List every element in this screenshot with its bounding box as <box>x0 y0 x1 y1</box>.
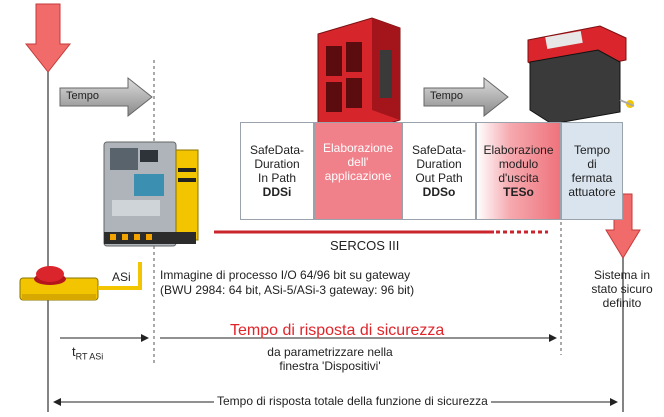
box-dds-out: SafeData- Duration Out Path DDSo <box>402 122 476 220</box>
tempo-arrow-right <box>423 76 509 118</box>
sercos-label: SERCOS III <box>330 238 400 253</box>
tempo-label-right: Tempo <box>430 90 464 102</box>
asi-label: ASi <box>112 270 131 284</box>
box-dds-in: SafeData- Duration In Path DDSi <box>240 122 314 220</box>
safe-state-text: Sistema in stato sicuro definito <box>591 268 653 310</box>
box-output-module-processing: Elaborazione modulo d'uscita TESo <box>476 122 561 220</box>
tempo-arrow-left <box>59 76 153 118</box>
box-application-processing: Elaborazione dell' applicazione <box>314 122 402 220</box>
asi-cable <box>98 262 142 290</box>
response-time-title: Tempo di risposta di sicurezza <box>230 322 445 339</box>
total-response-label: Tempo di risposta totale della funzione … <box>214 394 491 408</box>
start-red-arrow <box>24 3 72 73</box>
box-actuator-stop-time: Tempo di fermata attuatore <box>561 122 623 220</box>
tempo-label-left: Tempo <box>66 90 100 102</box>
controller-device-image <box>317 17 401 137</box>
t-rt-asi-label: tRT ASi <box>72 344 104 362</box>
drive-device-image <box>527 25 635 125</box>
response-time-subtitle: da parametrizzare nella finestra 'Dispos… <box>267 345 393 373</box>
gateway-device-image <box>103 141 199 247</box>
process-image-text: Immagine di processo I/O 64/96 bit su ga… <box>160 268 415 297</box>
emergency-stop-image <box>19 266 99 301</box>
